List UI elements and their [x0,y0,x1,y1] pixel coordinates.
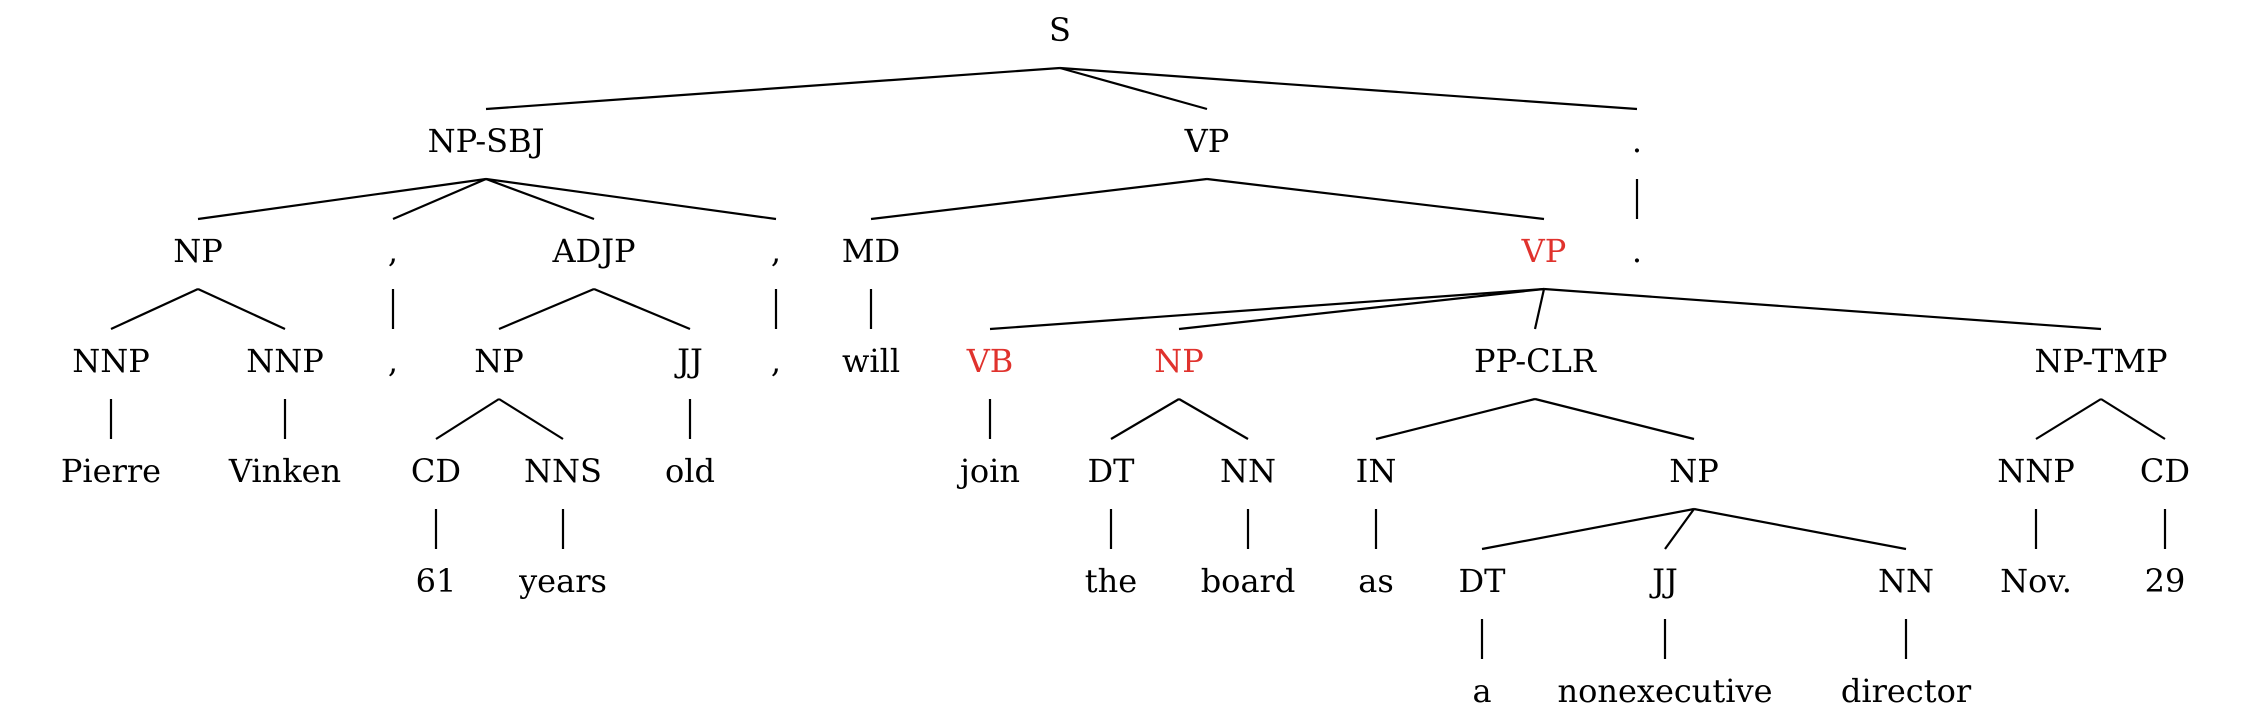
node-old: old [665,452,715,490]
edge-adjp-np2 [498,287,595,331]
edge-vp2-nptmp [1543,287,2102,331]
node-years: years [518,562,607,600]
node-nn2: NN [1878,562,1934,600]
node-per: . [1632,122,1642,160]
node-join: join [956,452,1020,490]
node-comma1: , [388,232,398,270]
edge-np3-dt1 [1110,398,1180,440]
node-nns: NNS [524,452,602,490]
edge-nptmp-cd2 [2100,398,2166,440]
node-np2: NP [474,342,524,380]
edge-adjp-jj1 [593,287,691,331]
edge-vp2-vb [989,287,1545,331]
node-board: board [1201,562,1296,600]
edge-np2-nns [498,398,564,440]
edge-vp2-np3 [1178,287,1545,331]
edge-np1-nnp2 [197,288,286,330]
node-cd2: CD [2140,452,2190,490]
node-vinken: Vinken [228,452,341,490]
edge-vp1-vp2 [1206,177,1545,221]
node-comma1w: , [388,342,398,380]
node-pierre: Pierre [61,452,161,490]
node-vp1: VP [1184,122,1230,160]
node-nn1: NN [1220,452,1276,490]
edge-npsbj-comma2 [485,177,777,221]
tree-edges [109,66,2167,659]
node-adjp: ADJP [551,232,635,270]
node-n61: 61 [416,562,457,600]
node-nnp2: NNP [246,342,324,380]
edge-np2-cd1 [435,398,500,440]
node-nptmp: NP-TMP [2034,342,2167,380]
node-cd1: CD [411,452,461,490]
edge-np4-jj2 [1664,508,1695,550]
node-director: director [1841,672,1972,710]
edge-npsbj-np1 [197,177,487,221]
node-perw: . [1632,232,1642,270]
edge-s-npsbj [485,66,1061,111]
node-n29: 29 [2145,562,2186,600]
node-nonexec: nonexecutive [1557,672,1772,710]
node-np3: NP [1154,342,1204,380]
node-as: as [1358,562,1394,600]
node-jj1: JJ [674,342,703,380]
edge-s-vp1 [1059,66,1208,111]
node-dt1: DT [1088,452,1136,490]
node-in: IN [1356,452,1397,490]
node-np4: NP [1669,452,1719,490]
node-nov: Nov. [2000,562,2072,600]
edge-npsbj-comma1 [392,177,487,221]
node-nnp1: NNP [72,342,150,380]
node-vp2: VP [1521,232,1567,270]
node-comma2: , [771,232,781,270]
node-the: the [1085,562,1137,600]
edge-ppclr-np4 [1534,397,1695,441]
node-dt2: DT [1459,562,1507,600]
node-ppclr: PP-CLR [1474,342,1597,380]
edge-np3-nn1 [1178,398,1249,440]
edge-np4-dt2 [1481,507,1695,551]
edge-npsbj-adjp [485,177,595,221]
node-np1: NP [173,232,223,270]
edge-ppclr-in [1375,397,1536,441]
edge-np1-nnp1 [110,288,199,330]
edge-nptmp-nnp3 [2035,398,2102,440]
edge-vp1-md [870,177,1208,221]
node-will: will [842,342,900,380]
node-jj2: JJ [1649,562,1678,600]
node-vb: VB [966,342,1014,380]
node-comma2w: , [771,342,781,380]
node-nnp3: NNP [1997,452,2075,490]
node-npsbj: NP-SBJ [428,122,545,160]
node-s: S [1049,11,1071,49]
node-a: a [1472,672,1491,710]
edge-s-per [1059,66,1638,111]
edge-np4-nn2 [1693,507,1907,551]
edge-vp2-ppclr [1533,288,1546,330]
node-md: MD [842,232,900,270]
